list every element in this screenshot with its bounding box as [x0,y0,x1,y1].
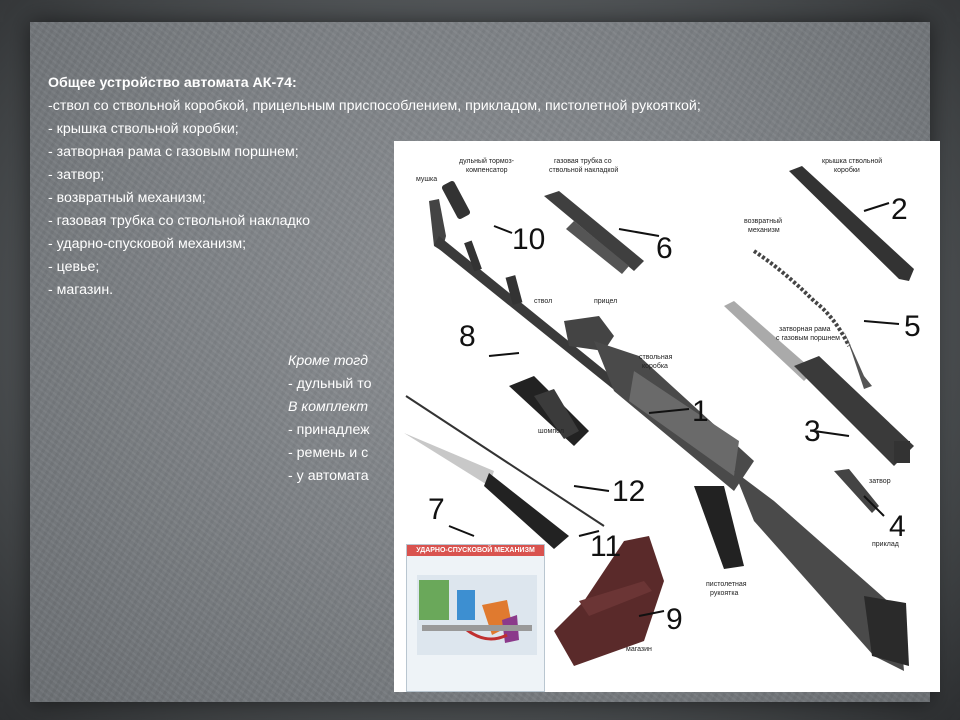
list-item: - газовая трубка со ствольной накладко [48,213,311,229]
magazine-part [554,536,664,666]
slide-heading: Общее устройство автомата АК-74: [48,75,297,91]
callout-number: 4 [889,510,906,543]
part-label: ствольной накладкой [549,166,618,174]
part-label: магазин [626,646,652,653]
list-item: - магазин. [48,282,114,298]
callout-number: 3 [804,415,821,448]
handguard-part [509,376,589,446]
callout-number: 7 [428,493,445,526]
list-item: - крышка ствольной коробки; [48,121,239,137]
list-item: - возвратный механизм; [48,190,206,206]
part-label: рукоятка [710,590,739,597]
part-label: пистолетная [706,581,747,588]
secondary-text: Кроме тогд - дульный то В комплект - при… [288,350,708,488]
callout-number: 6 [656,232,673,265]
receiver-part [564,316,754,491]
part-label: крышка ствольной [822,157,882,165]
barrel-part [429,199,624,393]
pointer-arrows [448,202,900,617]
part-label: механизм [748,227,780,234]
stock-part [734,471,909,671]
bolt-part [834,469,879,513]
part-label: приклад [872,541,899,548]
inset-title: УДАРНО-СПУСКОВОЙ МЕХАНИЗМ [407,545,544,556]
callout-number: 1 [692,395,709,428]
extra-line: Кроме тогд [288,353,368,369]
return-spring-part [752,249,872,389]
part-label: возвратный [744,217,782,225]
inset-svg [417,575,537,655]
part-label: коробка [642,362,668,370]
callout-number: 11 [590,530,621,563]
part-label: ствольная [639,354,673,361]
main-text: Общее устройство автомата АК-74: -ствол … [48,72,928,302]
ak74-disassembly-diagram: 10 6 2 5 8 1 3 4 12 7 11 9 мушка дульный… [394,141,940,692]
part-label: затворная рама [779,326,831,333]
part-label: затвор [869,478,891,485]
part-label: с газовым поршнем [776,335,840,342]
list-item: - затворная рама с газовым поршнем; [48,144,299,160]
part-label: ствол [534,298,552,305]
callout-number: 5 [904,310,921,343]
list-item: - цевье; [48,259,100,275]
extra-line: - ремень и с [288,445,369,461]
gas-tube-part [544,191,644,274]
diagram-svg: 10 6 2 5 8 1 3 4 12 7 11 9 мушка дульный… [404,157,921,671]
extra-line: В комплект [288,399,369,415]
pistol-grip-part [694,486,744,569]
callout-number: 12 [612,475,645,508]
cleaning-rod-part [405,395,605,527]
callout-number: 10 [512,223,545,256]
receiver-cover-part [789,166,914,281]
part-label: коробки [834,166,860,174]
trigger-mechanism-inset: УДАРНО-СПУСКОВОЙ МЕХАНИЗМ [406,544,545,692]
list-item: - ударно-спусковой механизм; [48,236,247,252]
part-label: прицел [594,298,617,305]
callout-number: 9 [666,603,683,636]
callout-number: 8 [459,320,476,353]
list-item: - затвор; [48,167,105,183]
part-label: мушка [416,176,437,183]
callout-number: 2 [891,193,908,226]
extra-line: - у автомата [288,468,369,484]
part-label: шомпол [538,428,564,435]
part-label: газовая трубка со [554,157,612,165]
bolt-carrier-part [724,301,914,466]
part-label: компенсатор [466,167,508,174]
muzzle-brake-part [441,180,471,220]
bayonet-part [404,433,569,549]
part-label: дульный тормоз- [459,157,515,165]
list-item: -ствол со ствольной коробкой, прицельным… [48,98,701,114]
extra-line: - дульный то [288,376,372,392]
extra-line: - принадлеж [288,422,370,438]
